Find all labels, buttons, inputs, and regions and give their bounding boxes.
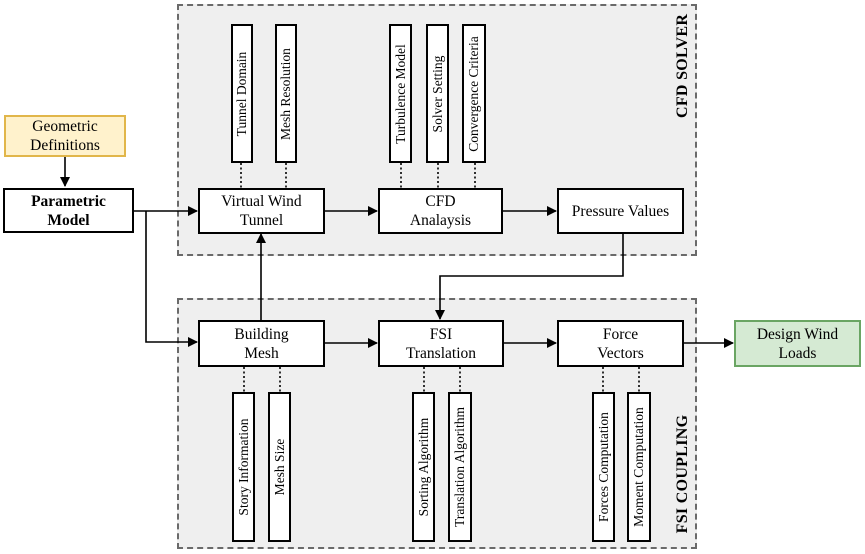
geometric-definitions-box: Geometric Definitions bbox=[4, 115, 126, 157]
building-mesh-box: Building Mesh bbox=[198, 320, 325, 367]
translation-algorithm-param: Translation Algorithm bbox=[448, 392, 472, 542]
forces-computation-param: Forces Computation bbox=[592, 392, 615, 542]
solver-setting-param: Solver Setting bbox=[426, 24, 449, 163]
mesh-size-param: Mesh Size bbox=[268, 392, 291, 542]
arrow-parametric-to-building-mesh bbox=[145, 211, 198, 347]
mesh-resolution-param: Mesh Resolution bbox=[275, 24, 297, 163]
pressure-values-box: Pressure Values bbox=[557, 188, 684, 234]
parametric-model-box: Parametric Model bbox=[3, 188, 134, 233]
moment-computation-param: Moment Computation bbox=[627, 392, 651, 542]
tunnel-domain-param: Tunnel Domain bbox=[231, 24, 253, 163]
virtual-wind-tunnel-box: Virtual Wind Tunnel bbox=[198, 188, 325, 234]
sorting-algorithm-param: Sorting Algorithm bbox=[412, 392, 435, 542]
turbulence-model-param: Turbulence Model bbox=[389, 24, 412, 163]
fsi-translation-box: FSI Translation bbox=[378, 320, 504, 367]
arrow-pressure-to-fsi bbox=[435, 234, 624, 320]
force-vectors-box: Force Vectors bbox=[557, 320, 684, 367]
design-wind-loads-box: Design Wind Loads bbox=[734, 320, 861, 367]
convergence-criteria-param: Convergence Criteria bbox=[462, 24, 486, 163]
cfd-analysis-box: CFD Analaysis bbox=[378, 188, 503, 234]
story-information-param: Story Information bbox=[232, 392, 255, 542]
